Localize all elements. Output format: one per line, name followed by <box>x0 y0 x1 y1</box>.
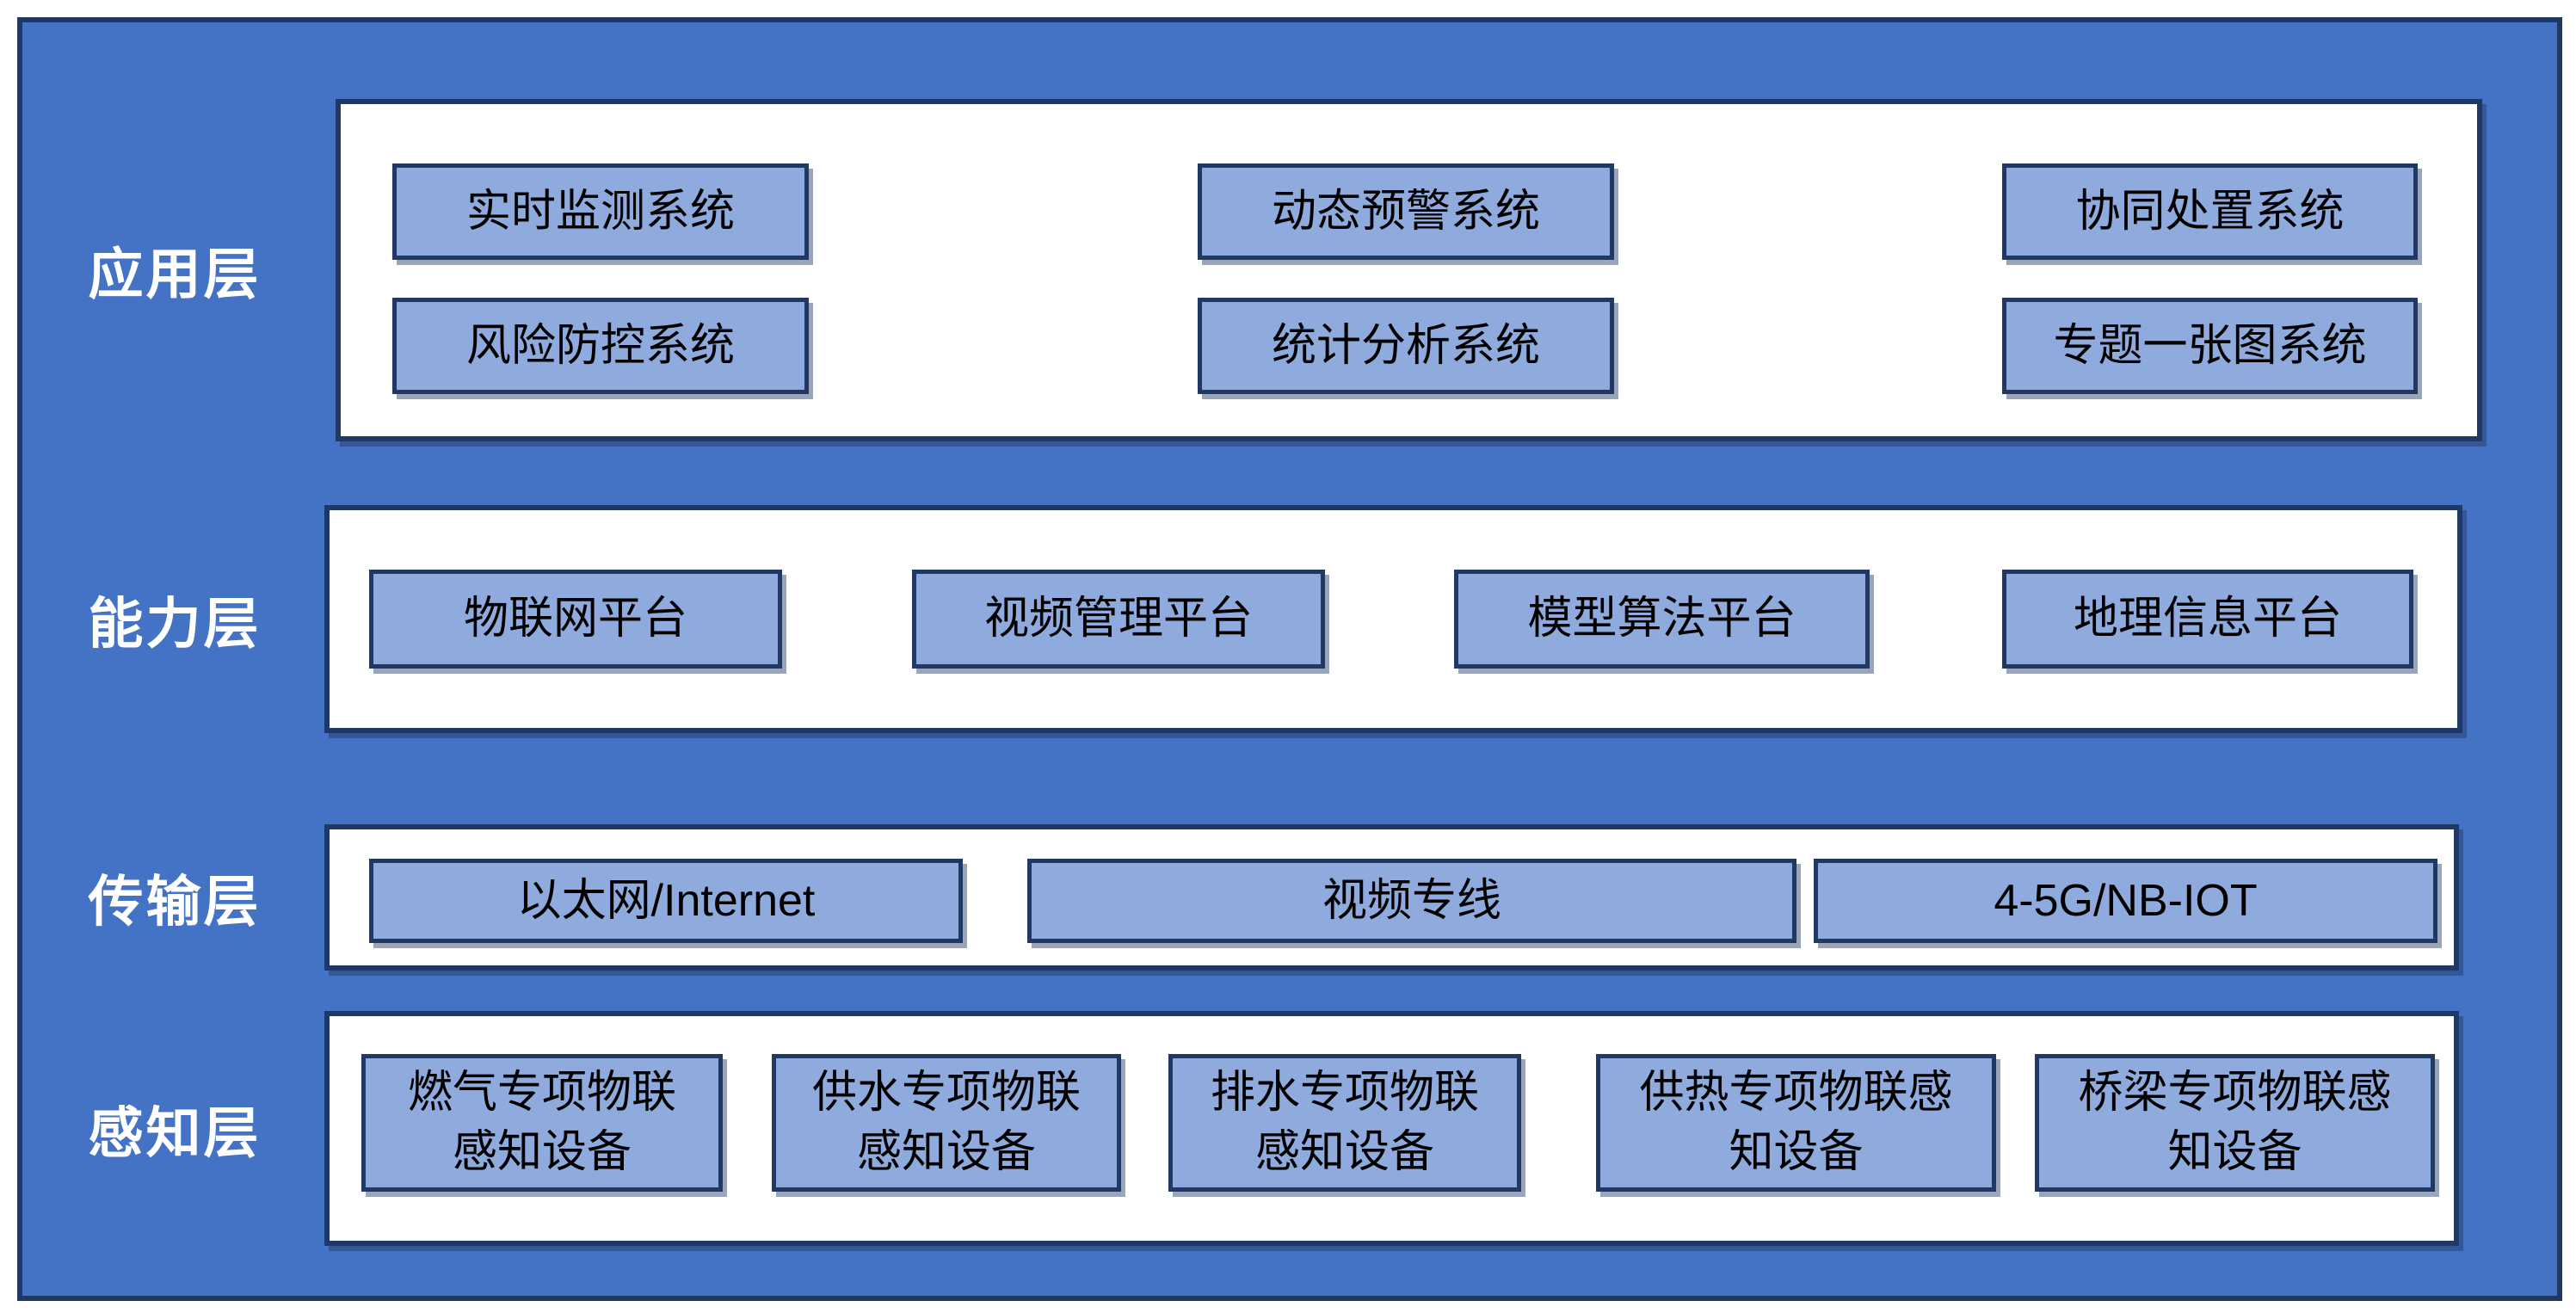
box-gis-platform: 地理信息平台 <box>2002 570 2413 669</box>
box-risk-prevention-system: 风险防控系统 <box>392 298 809 394</box>
layer-label-transmission: 传输层 <box>88 871 262 933</box>
box-video-dedicated-line: 视频专线 <box>1027 859 1796 943</box>
box-bridge-iot-sensing-devices: 桥梁专项物联感 知设备 <box>2035 1054 2435 1192</box>
layer-label-capability: 能力层 <box>88 592 262 655</box>
layer-label-perception: 感知层 <box>88 1101 262 1164</box>
box-4-5g-nb-iot: 4-5G/NB-IOT <box>1814 859 2437 943</box>
box-heating-iot-sensing-devices: 供热专项物联感 知设备 <box>1596 1054 1996 1192</box>
box-drainage-iot-sensing-devices: 排水专项物联 感知设备 <box>1168 1054 1521 1192</box>
box-real-time-monitoring-system: 实时监测系统 <box>392 163 809 260</box>
box-thematic-one-map-system: 专题一张图系统 <box>2002 298 2418 394</box>
box-ethernet-internet: 以太网/Internet <box>369 859 963 943</box>
box-collaborative-disposal-system: 协同处置系统 <box>2002 163 2418 260</box>
box-video-management-platform: 视频管理平台 <box>912 570 1325 669</box>
box-model-algorithm-platform: 模型算法平台 <box>1454 570 1870 669</box>
box-gas-iot-sensing-devices: 燃气专项物联 感知设备 <box>361 1054 723 1192</box>
box-water-supply-iot-sensing-devices: 供水专项物联 感知设备 <box>772 1054 1121 1192</box>
box-statistical-analysis-system: 统计分析系统 <box>1198 298 1614 394</box>
box-iot-platform: 物联网平台 <box>369 570 782 669</box>
layer-label-application: 应用层 <box>88 243 262 305</box>
box-dynamic-warning-system: 动态预警系统 <box>1198 163 1614 260</box>
